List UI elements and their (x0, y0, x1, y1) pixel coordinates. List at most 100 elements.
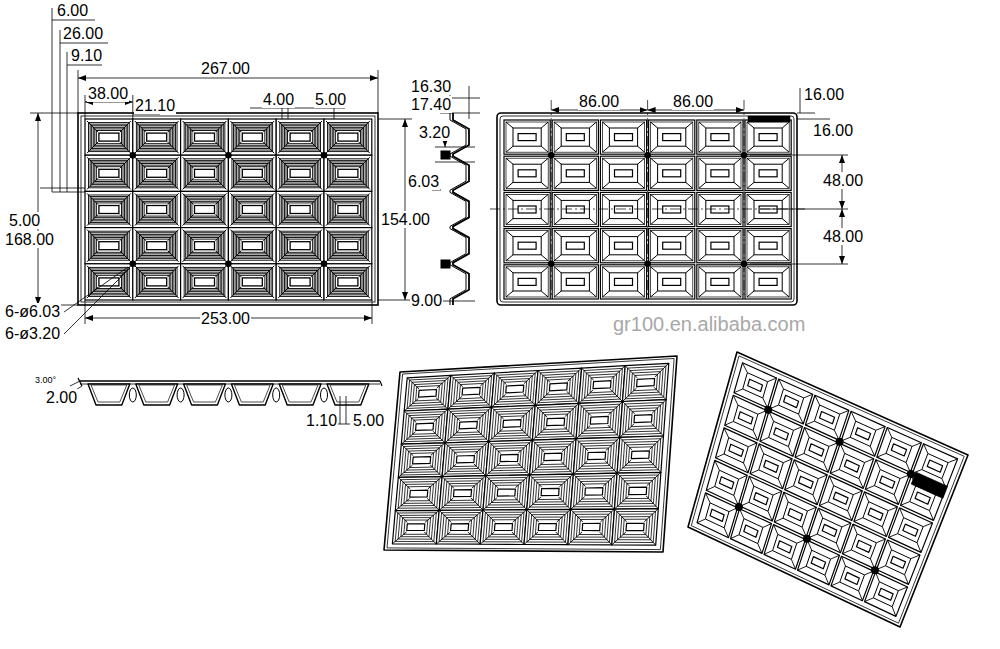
lens-facet (544, 414, 568, 430)
lens-cell (651, 122, 693, 152)
lens-edge (486, 463, 500, 476)
lens-edge (263, 251, 274, 262)
lens-facet (288, 203, 313, 216)
lens-edge (750, 470, 759, 474)
lens-cell (600, 156, 646, 190)
lens-edge (865, 459, 874, 463)
lens-edge (480, 532, 494, 544)
led-slot (338, 133, 358, 141)
lens-cell (764, 525, 806, 570)
led-slot (844, 460, 859, 472)
lens-facet (561, 273, 589, 291)
lens-edge (515, 497, 527, 509)
lens-edge (579, 403, 591, 415)
led-slot (857, 540, 872, 552)
mounting-hole (225, 261, 232, 268)
lens-edge (818, 508, 822, 518)
plate-outline (384, 356, 677, 552)
lens-edge (747, 122, 754, 128)
lens-cell (602, 231, 644, 261)
section-outline (380, 381, 382, 386)
lens-facet (192, 275, 217, 288)
lens-edge (263, 287, 274, 298)
led-slot (720, 477, 734, 489)
lens-edge (620, 437, 632, 450)
lens-facet (851, 534, 876, 559)
lens-facet (587, 412, 611, 428)
lens-facet (332, 164, 363, 184)
lens-facet (873, 582, 898, 607)
lens-edge (168, 251, 179, 262)
led-slot (99, 169, 119, 177)
lens-edge (900, 502, 909, 506)
lens-edge (168, 121, 179, 132)
led-slot (615, 278, 633, 285)
led-slot (242, 169, 262, 177)
lens-edge (747, 158, 754, 164)
lens-facet (288, 275, 313, 288)
mounting-hole (836, 438, 844, 446)
mounting-hole (321, 152, 328, 159)
lens-cell (697, 156, 743, 190)
lens-cell (324, 191, 372, 227)
lens-facet (90, 160, 128, 186)
led-slot (541, 488, 559, 495)
lens-facet (898, 518, 924, 543)
lens-edge (506, 182, 513, 188)
lens-edge (699, 219, 706, 225)
lens-edge (589, 219, 596, 225)
lens-edge (475, 441, 489, 454)
lens-edge (864, 598, 873, 602)
led-slot (500, 454, 518, 461)
extension-line (85, 95, 86, 119)
lens-edge (263, 157, 274, 168)
lens-facet (280, 159, 321, 188)
lens-facet (658, 200, 686, 218)
lens-facet (280, 195, 321, 224)
lens-cell (552, 120, 598, 154)
lens-cell (506, 122, 548, 152)
lens-edge (521, 405, 535, 418)
lens-edge (183, 121, 194, 132)
lens-facet (238, 129, 266, 145)
lens-facet (90, 124, 128, 150)
lens-edge (651, 423, 663, 436)
lens-cell (612, 509, 659, 545)
lens-facet (706, 273, 734, 291)
lens-edge (216, 157, 227, 168)
lens-edge (734, 291, 741, 297)
led-slot (459, 421, 477, 429)
lens-edge (477, 407, 491, 420)
lens-edge (864, 492, 868, 502)
lens-cell (228, 119, 276, 155)
lens-edge (230, 251, 241, 262)
lens-cell (699, 267, 741, 297)
lens-edge (614, 496, 628, 509)
lens-edge (168, 178, 179, 189)
lens-edge (433, 431, 445, 443)
lens-edge (527, 510, 539, 522)
extension-line (78, 70, 79, 113)
lens-facet (332, 236, 363, 256)
lens-facet (139, 271, 173, 294)
lens-edge (520, 428, 532, 440)
lens-edge (859, 479, 863, 489)
lens-facet (416, 386, 440, 401)
lens-facet (754, 273, 782, 291)
lens-facet (95, 238, 123, 254)
lens-edge (359, 178, 370, 189)
lens-edge (567, 391, 579, 403)
lens-edge (749, 476, 753, 486)
lens-edge (492, 407, 504, 419)
lens-facet (794, 470, 819, 495)
lens-edge (183, 215, 194, 226)
led-slot (506, 385, 524, 393)
lens-cell (649, 229, 695, 263)
lens-edge (183, 251, 194, 262)
lens-edge (804, 394, 813, 398)
lens-facet (139, 126, 173, 149)
lens-edge (739, 475, 748, 479)
lens-edge (183, 230, 194, 241)
led-slot (290, 206, 310, 214)
lens-edge (168, 287, 179, 298)
